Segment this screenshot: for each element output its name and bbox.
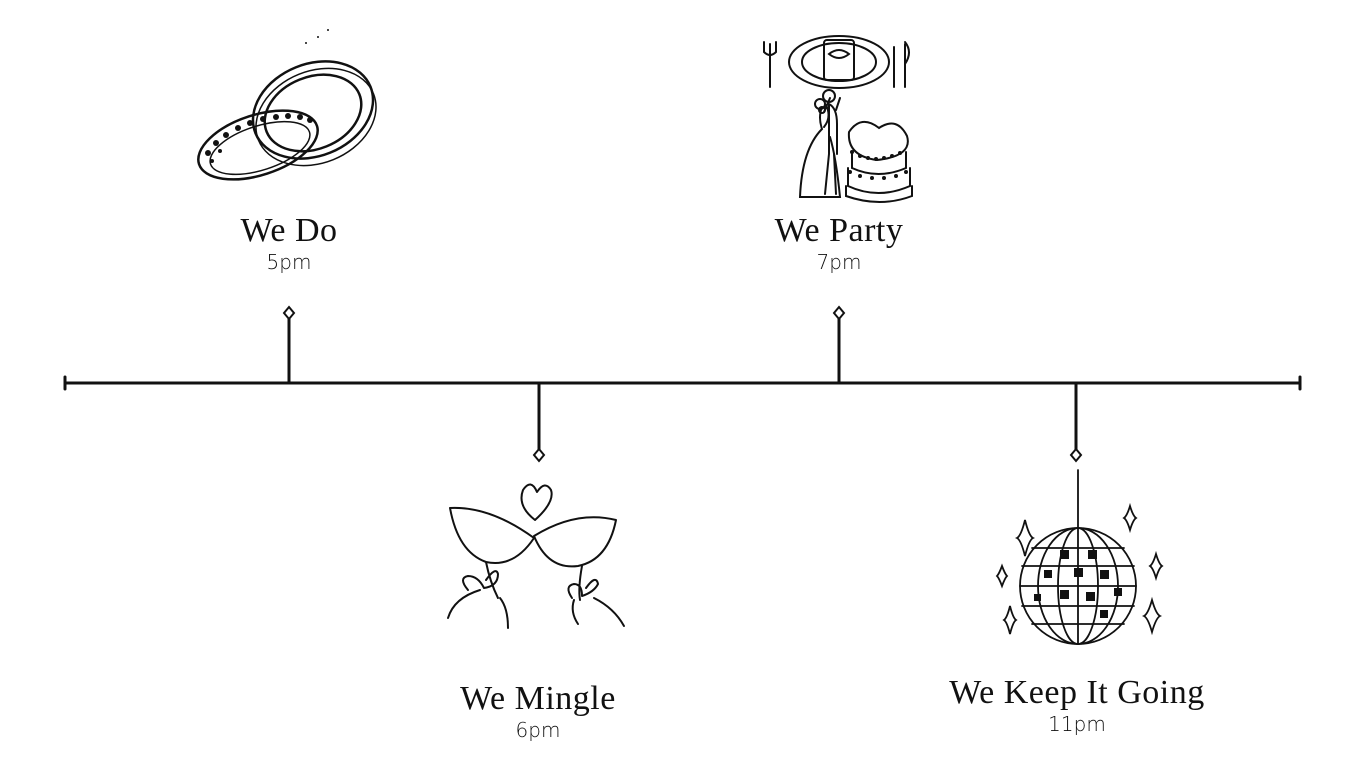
- event-we-keep-it-going: We Keep It Going 11pm: [907, 674, 1247, 736]
- marker-we-keep-it-going: [1069, 447, 1083, 463]
- marker-we-party: [832, 305, 846, 321]
- dinner-dance-cake-icon: [752, 32, 927, 203]
- champagne-toast-icon: [440, 478, 630, 648]
- event-time: 7pm: [816, 250, 862, 274]
- marker-we-do: [282, 305, 296, 321]
- marker-we-mingle: [532, 447, 546, 463]
- wedding-rings-icon: [188, 29, 388, 195]
- disco-ball-icon: [990, 469, 1170, 650]
- event-we-party: We Party 7pm: [679, 212, 999, 274]
- event-we-do: We Do 5pm: [129, 212, 449, 274]
- event-time: 11pm: [1048, 712, 1106, 736]
- event-title: We Party: [774, 212, 904, 249]
- event-time: 6pm: [515, 718, 561, 742]
- event-time: 5pm: [266, 250, 312, 274]
- event-we-mingle: We Mingle 6pm: [378, 680, 698, 742]
- event-title: We Keep It Going: [949, 674, 1205, 711]
- event-title: We Do: [240, 212, 338, 249]
- event-title: We Mingle: [460, 680, 616, 717]
